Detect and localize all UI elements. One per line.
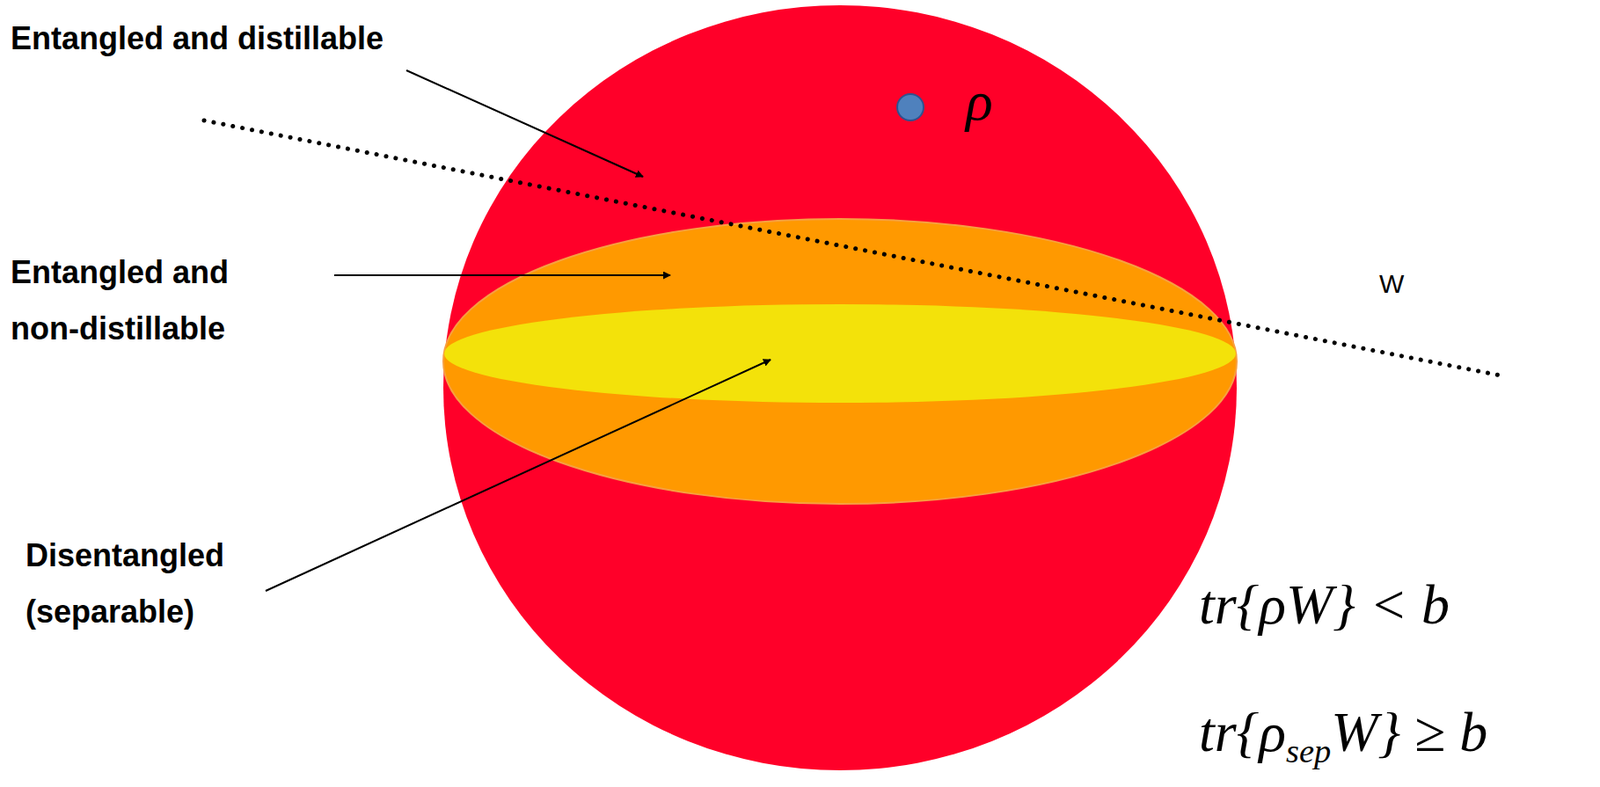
non-distillable-region: [443, 219, 1237, 505]
formula-subscript: sep: [1285, 732, 1331, 770]
leader-arrow: [265, 359, 771, 592]
region-label: Entangled and distillable: [10, 19, 384, 58]
state-dot: [897, 94, 924, 121]
leader-arrow: [334, 274, 671, 277]
witness-label: W: [1379, 268, 1404, 300]
witness-formula: tr{ρsepW} ≥ b: [1198, 699, 1488, 773]
state-label: ρ: [965, 70, 994, 132]
formula-text: tr{ρW} < b: [1198, 573, 1450, 636]
region-label: Disentangled (separable): [25, 527, 316, 641]
witness-formula: tr{ρW} < b: [1198, 571, 1450, 640]
region-label: Entangled and non-distillable: [10, 244, 301, 358]
formula-text: tr{ρ: [1198, 701, 1286, 764]
separable-region: [444, 304, 1236, 403]
formula-text: W} ≥ b: [1330, 701, 1488, 764]
witness-hyperplane: [204, 120, 1501, 376]
leader-arrow: [406, 70, 643, 177]
entangled-distillable-region: [443, 5, 1237, 771]
